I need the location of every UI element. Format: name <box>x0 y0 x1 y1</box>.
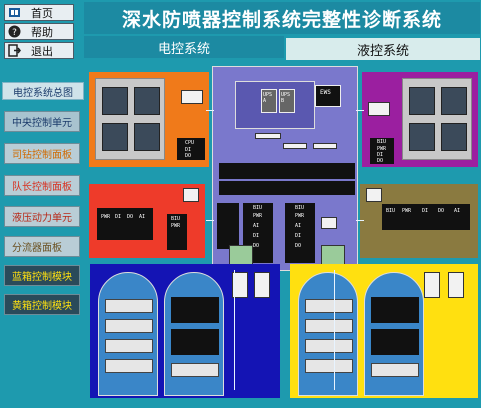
system-diagram: CPU DI DO BIU PWR DI DO PWR DI DO AI BIU <box>84 60 481 408</box>
blue-pod-right <box>164 272 224 396</box>
exit-button[interactable]: 退出 <box>4 42 74 59</box>
driller-cabinet <box>95 78 165 160</box>
help-label: 帮助 <box>31 25 53 39</box>
tab-electric[interactable]: 电控系统 <box>84 36 284 58</box>
central-biu-rack-b: BIU PWR AI DI DO <box>285 203 315 263</box>
home-icon <box>8 6 21 19</box>
ups-b: UPS B <box>279 89 295 113</box>
link-line <box>356 110 364 111</box>
link-line <box>206 220 214 221</box>
exit-label: 退出 <box>31 44 53 58</box>
toolpusher-biu-rack: BIU PWR DI DO <box>370 138 394 164</box>
driller-cpu-rack: CPU DI DO <box>177 138 205 160</box>
sidebar-item-diverter-panel[interactable]: 分流器面板 <box>4 236 80 257</box>
svg-text:?: ? <box>12 28 17 38</box>
central-rack-1 <box>219 163 355 179</box>
tab-hydraulic[interactable]: 液控系统 <box>286 38 480 60</box>
sidebar-item-central-control[interactable]: 中央控制单元 <box>4 111 80 132</box>
sidebar-item-hydraulic-power-unit[interactable]: 液压动力单元 <box>4 206 80 227</box>
sidebar-header[interactable]: 电控系统总图 <box>2 82 84 100</box>
sidebar-item-toolpusher-panel[interactable]: 队长控制面板 <box>4 175 80 196</box>
link-line <box>234 270 235 390</box>
page-title: 深水防喷器控制系统完整性诊断系统 <box>84 2 480 34</box>
ups-a: UPS A <box>261 89 277 113</box>
home-label: 首页 <box>31 6 53 20</box>
exit-icon <box>8 44 21 57</box>
toolpusher-cabinet <box>402 78 472 160</box>
diverter-rack: BIU PWR DI DO AI <box>382 204 470 230</box>
link-line <box>356 220 364 221</box>
link-line <box>334 270 335 390</box>
driller-panel-region[interactable]: CPU DI DO <box>89 72 209 167</box>
sidebar-item-yellow-pod[interactable]: 黄箱控制模块 <box>4 294 80 315</box>
yellow-pod-region[interactable] <box>290 264 478 398</box>
hpu-region[interactable]: PWR DI DO AI BIU PWR <box>89 184 205 258</box>
diverter-region[interactable]: BIU PWR DI DO AI <box>360 184 478 258</box>
central-rack-2 <box>219 181 355 195</box>
central-rack-left <box>217 203 239 249</box>
help-button[interactable]: ? 帮助 <box>4 23 74 40</box>
sidebar-item-blue-pod[interactable]: 蓝箱控制模块 <box>4 265 80 286</box>
sidebar-item-driller-panel[interactable]: 司钻控制面板 <box>4 143 80 164</box>
central-control-unit[interactable]: UPS A UPS B EWS BIU PWR AI DI DO BIU PWR… <box>212 66 358 271</box>
home-button[interactable]: 首页 <box>4 4 74 21</box>
blue-pod-left <box>98 272 158 396</box>
link-line <box>206 110 214 111</box>
yellow-pod-right <box>364 272 424 396</box>
hpu-rack: PWR DI DO AI <box>97 208 153 240</box>
blue-pod-region[interactable] <box>90 264 280 398</box>
help-icon: ? <box>8 25 21 38</box>
ews-workstation: EWS <box>315 85 341 107</box>
toolpusher-panel-region[interactable]: BIU PWR DI DO <box>362 72 478 167</box>
hpu-biu-rack: BIU PWR <box>167 214 187 250</box>
yellow-pod-left <box>298 272 358 396</box>
